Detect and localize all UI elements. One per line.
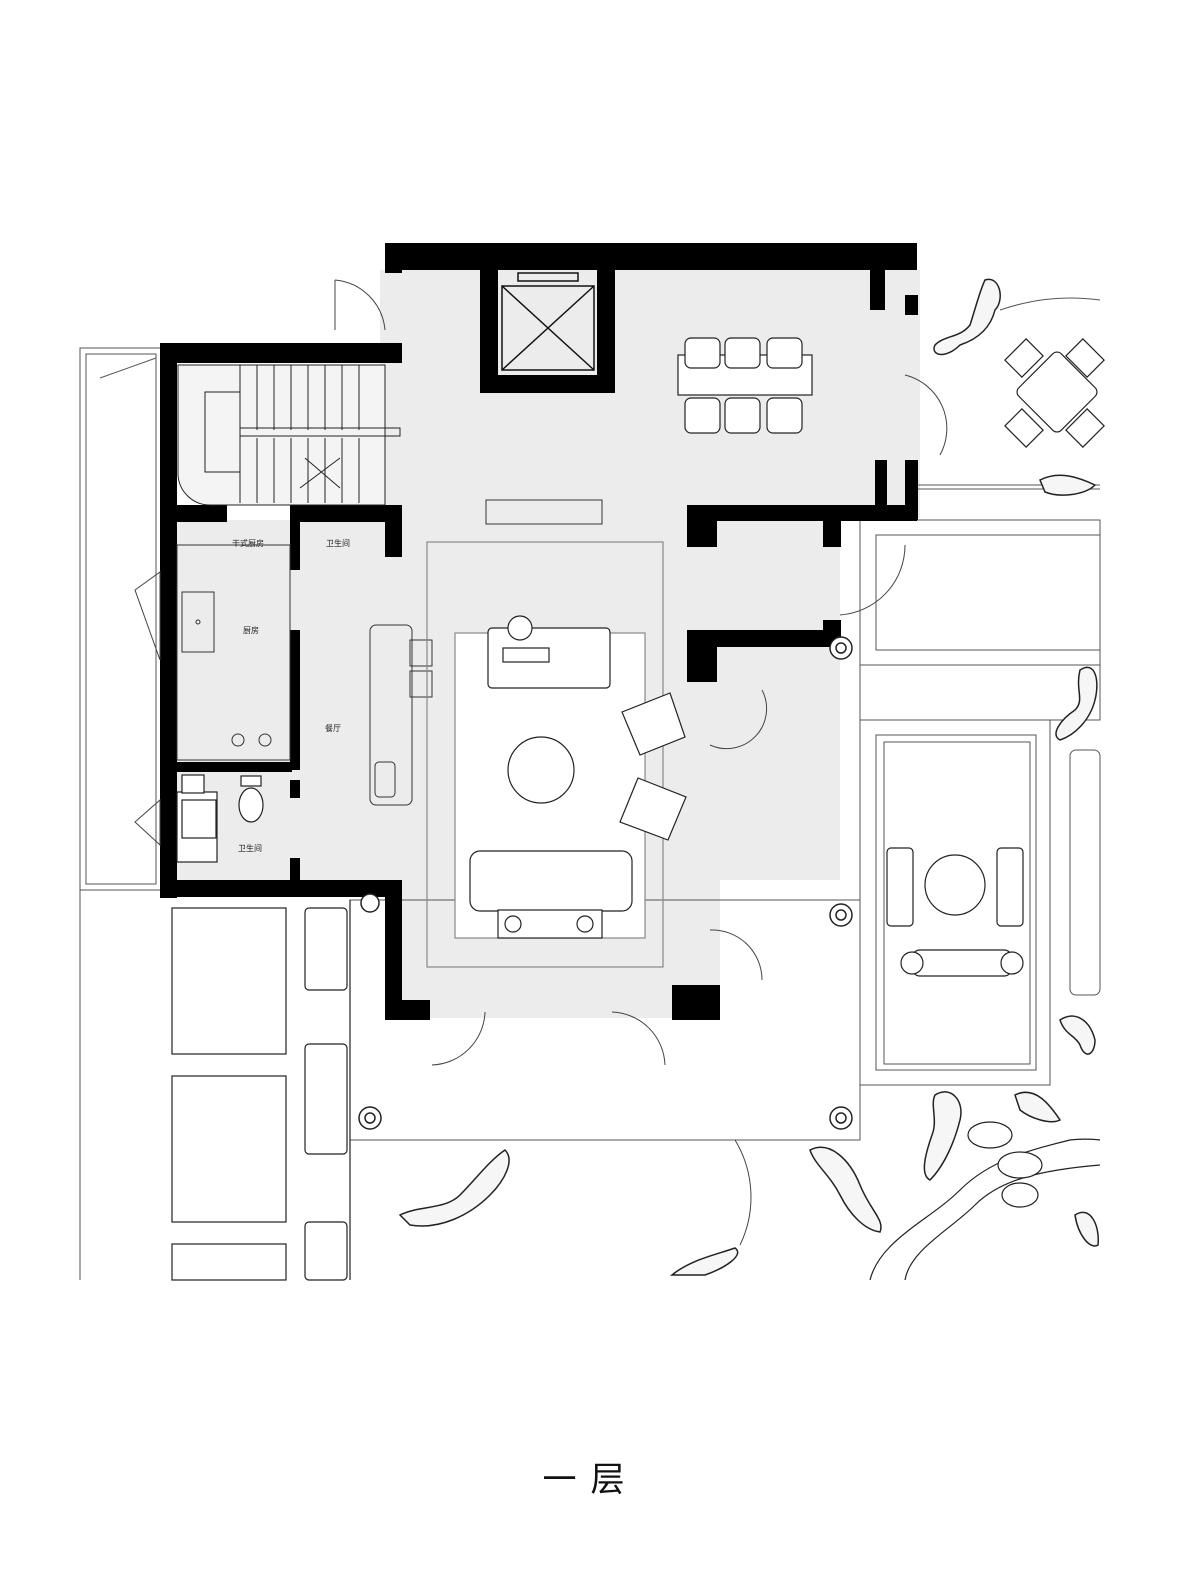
parking-pavers [171, 900, 351, 1281]
elevator [501, 272, 595, 371]
landscape-rocks [398, 278, 1099, 1276]
room-label-bath: 卫生间 [326, 538, 350, 548]
room-label-dry-kitchen: 干式厨房 [232, 538, 264, 548]
column-markers [358, 636, 853, 1130]
door-swings [134, 279, 948, 1246]
room-label-toilet: 卫生间 [238, 843, 262, 853]
living-room [426, 541, 687, 968]
pond [869, 1121, 1101, 1281]
floor-title: 一层 [542, 1460, 639, 1500]
outdoor-seating [886, 338, 1105, 977]
room-label-kitchen: 厨房 [243, 625, 259, 635]
room-label-dining: 餐厅 [325, 724, 341, 733]
dining-table [677, 337, 813, 434]
bathroom-fixtures [176, 774, 264, 863]
staircase[interactable] [177, 364, 401, 506]
walls [160, 243, 918, 1020]
kitchen-fixtures [176, 499, 603, 806]
